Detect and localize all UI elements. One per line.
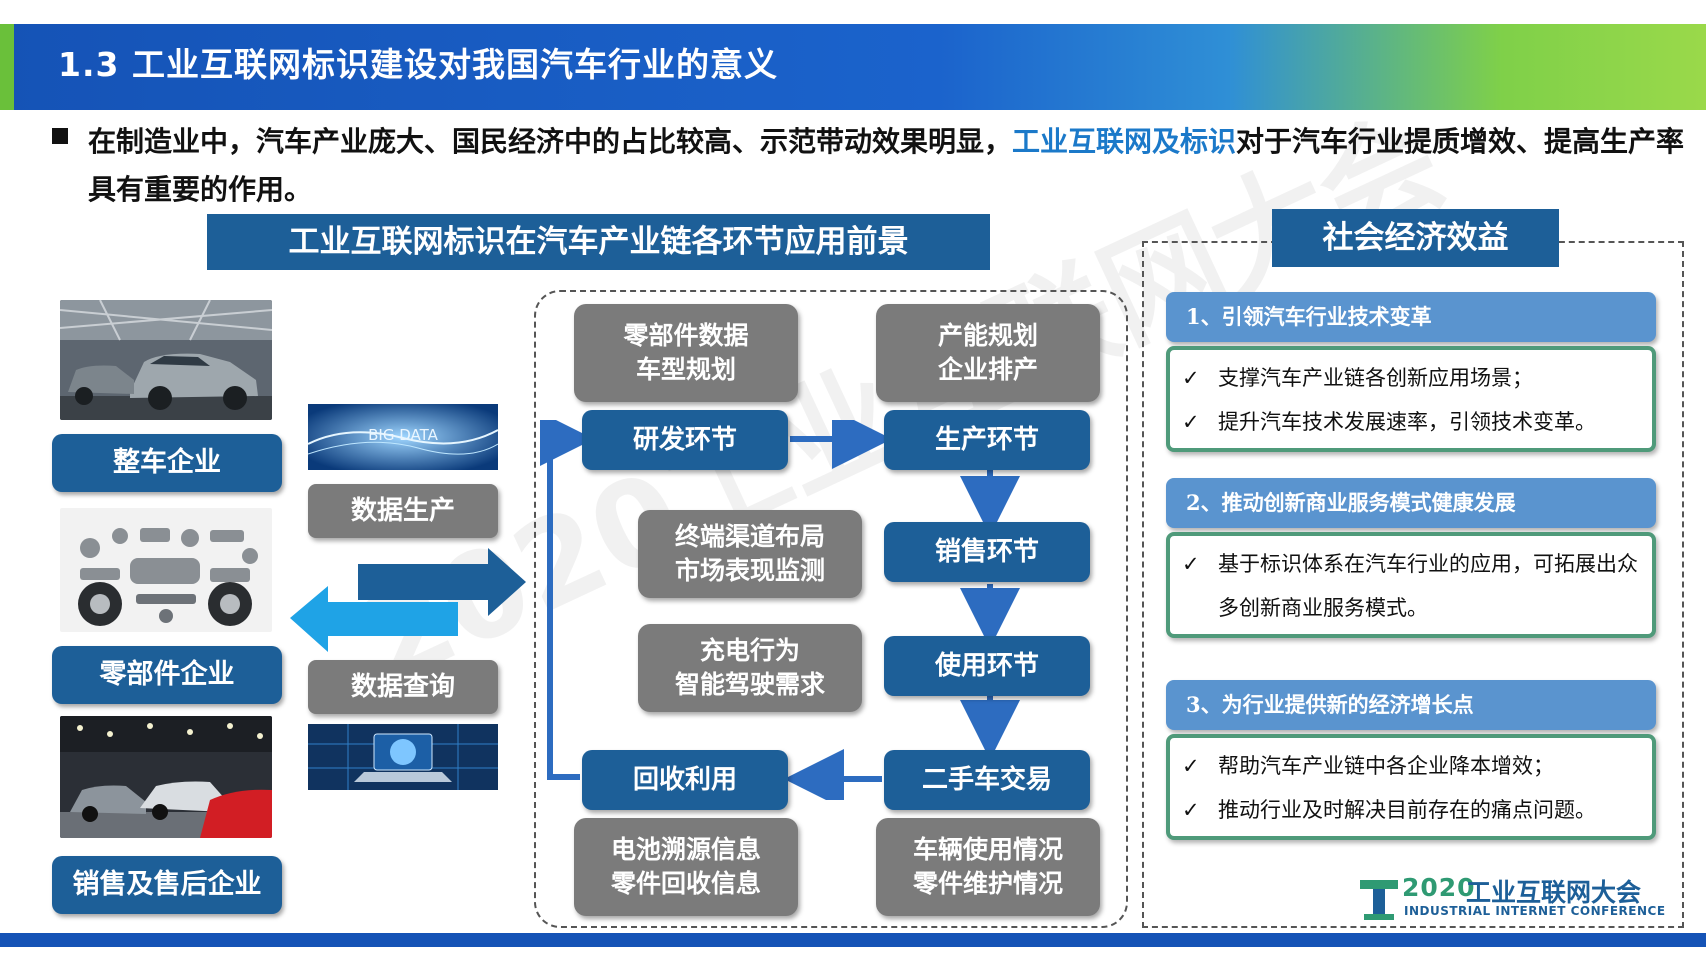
- arrow-left-icon: [290, 586, 458, 652]
- bottom-bar: [0, 933, 1706, 947]
- intro-text-1: 在制造业中，汽车产业庞大、国民经济中的占比较高、示范带动效果明显，: [88, 125, 1013, 158]
- check-icon: ✓: [1182, 552, 1200, 576]
- big-data-text: BIG DATA: [368, 426, 438, 444]
- auto-parts-photo: [60, 508, 272, 632]
- stage-recycle: 回收利用: [582, 750, 788, 810]
- tile-production-detail: 产能规划 企业排产: [876, 304, 1100, 402]
- logo-year: 2020: [1402, 873, 1476, 902]
- car-showroom-photo: [60, 716, 272, 838]
- benefit-box-1: ✓ 支撑汽车产业链各创新应用场景； ✓ 提升汽车技术发展速率，引领技术变革。: [1166, 346, 1656, 452]
- tile-recycle-detail-line1: 电池溯源信息: [610, 835, 761, 864]
- tile-used-detail-line1: 车辆使用情况: [912, 835, 1063, 864]
- benefit-1-line-2: ✓ 提升汽车技术发展速率，引领技术变革。: [1182, 400, 1642, 444]
- benefit-3-line-2: ✓ 推动行业及时解决目前存在的痛点问题。: [1182, 788, 1642, 832]
- title-accent: [0, 24, 14, 110]
- value-chain-arrows: [540, 420, 1020, 800]
- tile-used-detail-line2: 零件维护情况: [912, 869, 1063, 898]
- tile-usage-detail-line1: 充电行为: [699, 636, 800, 665]
- benefit-3-text-1: 帮助汽车产业链中各企业降本增效；: [1218, 754, 1554, 778]
- intro-text-2: 对于汽车行业提质增效、提高生产率具有重要的作用。: [88, 125, 1685, 206]
- check-icon: ✓: [1182, 410, 1200, 434]
- title-bar: [0, 24, 1706, 110]
- value-chain-frame: [534, 290, 1128, 928]
- benefit-2-text-1: 基于标识体系在汽车行业的应用，可拓展出众多创新商业服务模式。: [1218, 552, 1638, 620]
- benefit-1-line-1: ✓ 支撑汽车产业链各创新应用场景；: [1182, 356, 1642, 400]
- conference-logo-icon: [1360, 880, 1398, 920]
- stage-used-car: 二手车交易: [884, 750, 1090, 810]
- tile-rd-detail-line1: 零部件数据: [623, 321, 749, 350]
- benefit-heading-2: 2、推动创新商业服务模式健康发展: [1166, 478, 1656, 528]
- check-icon: ✓: [1182, 754, 1200, 778]
- benefit-box-3: ✓ 帮助汽车产业链中各企业降本增效； ✓ 推动行业及时解决目前存在的痛点问题。: [1166, 734, 1656, 840]
- benefit-heading-3: 3、为行业提供新的经济增长点: [1166, 680, 1656, 730]
- benefit-heading-1: 1、引领汽车行业技术变革: [1166, 292, 1656, 342]
- tile-recycle-detail-line2: 零件回收信息: [610, 869, 761, 898]
- logo-name-en: INDUSTRIAL INTERNET CONFERENCE: [1404, 904, 1666, 918]
- stage-sales: 销售环节: [884, 522, 1090, 582]
- car-production-line-photo: [60, 300, 272, 420]
- company-parts: 零部件企业: [52, 646, 282, 704]
- arrow-right-icon: [358, 548, 526, 616]
- logo-name-cn: 工业互联网大会: [1466, 878, 1642, 907]
- check-icon: ✓: [1182, 798, 1200, 822]
- tile-recycle-detail: 电池溯源信息 零件回收信息: [574, 818, 798, 916]
- benefit-1-text-1: 支撑汽车产业链各创新应用场景；: [1218, 366, 1533, 390]
- tile-sales-detail-line2: 市场表现监测: [674, 556, 825, 585]
- tile-sales-detail: 终端渠道布局 市场表现监测: [638, 510, 862, 598]
- tile-production-detail-line1: 产能规划: [937, 321, 1038, 350]
- tile-sales-detail-line1: 终端渠道布局: [674, 522, 825, 551]
- tile-usage-detail: 充电行为 智能驾驶需求: [638, 624, 862, 712]
- benefit-3-text-2: 推动行业及时解决目前存在的痛点问题。: [1218, 798, 1596, 822]
- data-query-label: 数据查询: [308, 660, 498, 714]
- tile-rd-detail: 零部件数据 车型规划: [574, 304, 798, 402]
- stage-rd: 研发环节: [582, 410, 788, 470]
- tile-used-detail: 车辆使用情况 零件维护情况: [876, 818, 1100, 916]
- big-data-image: BIG DATA: [308, 404, 498, 470]
- benefit-1-text-2: 提升汽车技术发展速率，引领技术变革。: [1218, 410, 1596, 434]
- company-vehicle-oem: 整车企业: [52, 434, 282, 492]
- laptop-globe-image: [308, 724, 498, 790]
- intro-paragraph: 在制造业中，汽车产业庞大、国民经济中的占比较高、示范带动效果明显，工业互联网及标…: [88, 118, 1688, 214]
- intro-highlight: 工业互联网及标识: [1012, 125, 1237, 158]
- data-production-label: 数据生产: [308, 484, 498, 538]
- benefits-title: 社会经济效益: [1272, 209, 1559, 267]
- company-sales-aftersales: 销售及售后企业: [52, 856, 282, 914]
- stage-production: 生产环节: [884, 410, 1090, 470]
- tile-production-detail-line2: 企业排产: [937, 355, 1038, 384]
- check-icon: ✓: [1182, 366, 1200, 390]
- bullet-icon: [52, 128, 68, 144]
- benefit-box-2: ✓ 基于标识体系在汽车行业的应用，可拓展出众多创新商业服务模式。: [1166, 532, 1656, 638]
- application-prospect-title: 工业互联网标识在汽车产业链各环节应用前景: [207, 214, 990, 270]
- page-title: 1.3 工业互联网标识建设对我国汽车行业的意义: [58, 45, 778, 84]
- benefit-2-line-1: ✓ 基于标识体系在汽车行业的应用，可拓展出众多创新商业服务模式。: [1182, 542, 1642, 630]
- tile-usage-detail-line2: 智能驾驶需求: [674, 670, 825, 699]
- benefit-3-line-1: ✓ 帮助汽车产业链中各企业降本增效；: [1182, 744, 1642, 788]
- tile-rd-detail-line2: 车型规划: [635, 355, 736, 384]
- stage-usage: 使用环节: [884, 636, 1090, 696]
- data-exchange-arrows: [290, 548, 526, 652]
